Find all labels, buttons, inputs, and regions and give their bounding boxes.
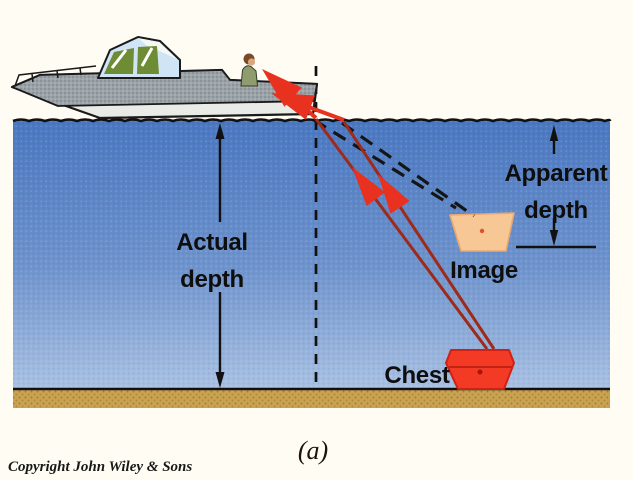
underwater-ray-arrowheads [352,167,410,214]
apparent-depth-label: Apparent depth [505,155,608,229]
actual-depth-arrow [215,123,225,388]
apparent-depth-arrows [516,125,596,249]
observer-person [240,53,259,87]
apparent-depth-label-line2: depth [524,197,588,224]
boat-cabin [97,36,181,79]
underwater-ray-left [314,118,489,350]
sight-line-lower [341,121,475,218]
observer-face [247,58,256,66]
actual-depth-label: Actual depth [176,224,248,298]
apparent-depth-label-line1: Apparent [504,160,608,187]
image-label: Image [450,257,518,284]
chest-label: Chest [384,362,450,389]
underwater-ray-right [342,121,496,350]
copyright-text: Copyright John Wiley & Sons [8,459,193,475]
observer-torso [240,65,259,87]
treasure-chest [445,349,515,390]
figure-caption: (a) [297,436,329,465]
water-surface-line [12,118,612,123]
sight-line-upper [313,118,457,210]
sight-lines-dashed [313,118,475,218]
boat-railing [14,65,97,87]
refracted-rays-above-water [262,69,345,122]
actual-depth-label-line2: depth [180,266,244,293]
water-body [13,120,610,389]
actual-depth-label-line1: Actual [176,229,248,256]
image-chest [449,212,515,252]
seabed [13,387,610,408]
underwater-rays [314,118,496,350]
boat [10,36,319,120]
